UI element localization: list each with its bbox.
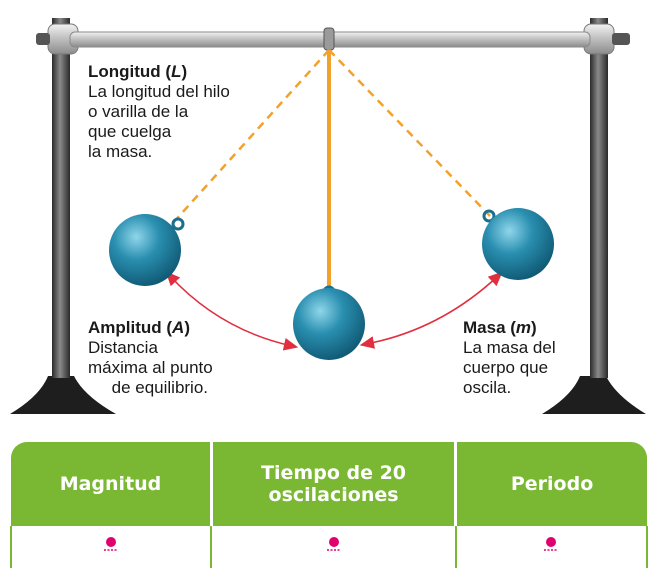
pencil-marker-icon [326, 536, 341, 551]
table-cell[interactable] [210, 526, 457, 568]
left-stand [10, 18, 116, 414]
amplitud-label: Amplitud (A) Distancia máxima al punto d… [88, 318, 213, 398]
header-magnitud: Magnitud [11, 442, 213, 526]
string-left-dashed [171, 49, 330, 225]
pencil-marker-icon [104, 536, 119, 551]
header-periodo: Periodo [455, 442, 647, 526]
amplitude-arc-left [165, 271, 299, 351]
table-cell[interactable] [9, 526, 213, 568]
pencil-marker-icon [544, 536, 559, 551]
masa-title: Masa (m) [463, 318, 537, 337]
data-table: Magnitud Tiempo de 20 oscilaciones Perio… [9, 442, 648, 569]
right-stand [542, 18, 646, 414]
pivot-clamp [323, 27, 335, 51]
pendulum-diagram [10, 18, 646, 414]
longitud-title: Longitud (L) [88, 62, 188, 81]
table-cell[interactable] [454, 526, 648, 568]
masa-label: Masa (m) La masa del cuerpo que oscila. [463, 318, 556, 398]
pendulum-ball-icon [109, 214, 185, 286]
amplitud-description: Distancia máxima al punto de equilibrio. [88, 338, 213, 397]
pendulum-ball-icon [482, 208, 554, 280]
table-row [9, 526, 648, 568]
amplitude-arc-right [359, 271, 503, 349]
amplitud-title: Amplitud (A) [88, 318, 190, 337]
pendulum-ball-icon [293, 285, 365, 360]
header-tiempo: Tiempo de 20 oscilaciones [211, 442, 458, 526]
masa-description: La masa del cuerpo que oscila. [463, 338, 556, 397]
longitud-label: Longitud (L) La longitud del hilo o vari… [88, 62, 230, 162]
longitud-description: La longitud del hilo o varilla de la que… [88, 82, 230, 161]
string-right-dashed [328, 49, 491, 217]
